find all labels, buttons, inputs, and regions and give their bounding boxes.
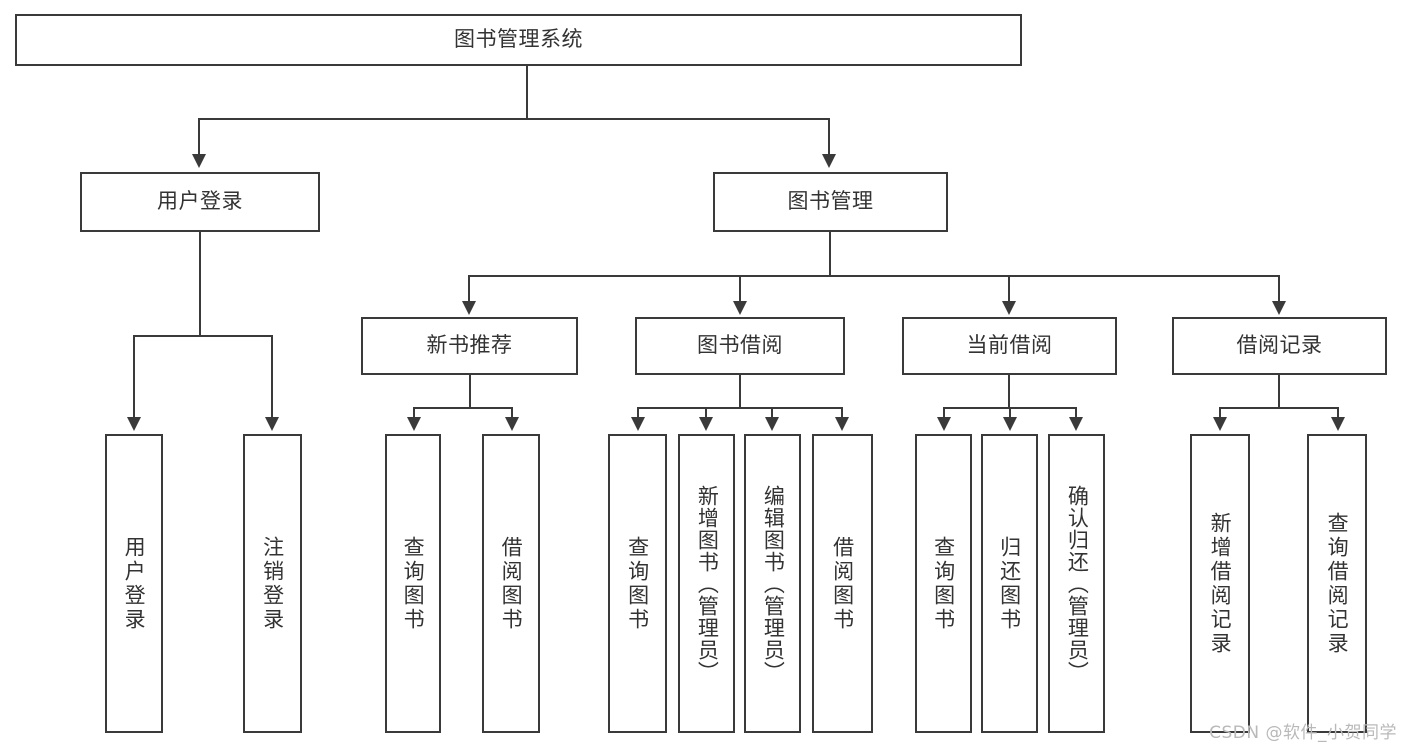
edge-to-book-borrow	[739, 275, 741, 303]
node-label: 当前借阅	[966, 333, 1053, 358]
node-label: 借阅图书	[830, 535, 855, 632]
node-label: 新书推荐	[426, 333, 513, 358]
edge-to-leaf-cb-confirm-return	[1075, 407, 1077, 419]
leaf-cb-confirm-return-admin[interactable]: 确认归还（管理员）	[1048, 434, 1105, 733]
edge-book-management-stem	[829, 232, 831, 275]
leaf-logout[interactable]: 注销登录	[243, 434, 302, 733]
edge-to-leaf-user-login	[133, 335, 135, 419]
edge-current-borrow-stem	[1008, 375, 1010, 407]
arrowhead-icon-to-book-management	[822, 154, 836, 168]
arrowhead-icon-current-borrow	[1002, 301, 1016, 315]
edge-book-borrow-bus	[637, 407, 843, 409]
node-label: 归还图书	[997, 535, 1022, 632]
edge-to-leaf-br-add-record	[1219, 407, 1221, 419]
edge-new-book-recommend-bus	[413, 407, 512, 409]
leaf-bb-edit-book-admin[interactable]: 编辑图书（管理员）	[744, 434, 801, 733]
node-label: 新增图书（管理员）	[695, 484, 720, 683]
leaf-cb-query-book[interactable]: 查询图书	[915, 434, 972, 733]
edge-borrow-record-bus	[1219, 407, 1338, 409]
arrowhead-icon-leaf-cb-return-book	[1003, 417, 1017, 431]
arrowhead-icon-new-book-recommend	[462, 301, 476, 315]
leaf-bb-query-book[interactable]: 查询图书	[608, 434, 667, 733]
arrowhead-icon-leaf-bb-edit-book	[765, 417, 779, 431]
edge-to-leaf-bb-edit-book	[771, 407, 773, 419]
edge-to-new-book-recommend	[468, 275, 470, 303]
arrowhead-icon-book-borrow	[733, 301, 747, 315]
node-label: 查询图书	[931, 535, 956, 632]
edge-to-current-borrow	[1008, 275, 1010, 303]
node-label: 查询借阅记录	[1325, 511, 1350, 656]
node-label: 图书管理	[787, 189, 874, 214]
edge-to-leaf-bb-add-book	[705, 407, 707, 419]
arrowhead-icon-leaf-nbr-query-book	[407, 417, 421, 431]
node-label: 确认归还（管理员）	[1065, 484, 1090, 683]
node-label: 查询图书	[401, 535, 426, 632]
node-label: 借阅图书	[499, 535, 524, 632]
edge-book-borrow-stem	[739, 375, 741, 407]
node-label: 图书管理系统	[454, 27, 583, 52]
edge-to-leaf-nbr-borrow-book	[511, 407, 513, 419]
edge-to-leaf-cb-return-book	[1009, 407, 1011, 419]
leaf-nbr-borrow-book[interactable]: 借阅图书	[482, 434, 540, 733]
leaf-bb-borrow-book[interactable]: 借阅图书	[812, 434, 873, 733]
node-label: 查询图书	[625, 535, 650, 632]
edge-new-book-recommend-stem	[469, 375, 471, 407]
edge-to-borrow-record	[1278, 275, 1280, 303]
edge-borrow-record-stem	[1278, 375, 1280, 407]
arrowhead-icon-leaf-user-login	[127, 417, 141, 431]
leaf-br-query-borrow-record[interactable]: 查询借阅记录	[1307, 434, 1367, 733]
edge-to-leaf-nbr-query-book	[413, 407, 415, 419]
edge-root-to-user-login	[198, 118, 200, 156]
arrowhead-icon-to-user-login	[192, 154, 206, 168]
leaf-nbr-query-book[interactable]: 查询图书	[385, 434, 441, 733]
leaf-br-add-borrow-record[interactable]: 新增借阅记录	[1190, 434, 1250, 733]
leaf-user-login[interactable]: 用户登录	[105, 434, 163, 733]
node-label: 用户登录	[122, 535, 147, 632]
edge-root-stem	[526, 66, 528, 118]
arrowhead-icon-leaf-nbr-borrow-book	[505, 417, 519, 431]
leaf-cb-return-book[interactable]: 归还图书	[981, 434, 1038, 733]
arrowhead-icon-leaf-bb-query-book	[631, 417, 645, 431]
node-book-borrow[interactable]: 图书借阅	[635, 317, 845, 375]
arrowhead-icon-leaf-bb-add-book	[699, 417, 713, 431]
node-book-management[interactable]: 图书管理	[713, 172, 948, 232]
arrowhead-icon-leaf-cb-query-book	[937, 417, 951, 431]
node-label: 借阅记录	[1236, 333, 1323, 358]
edge-root-to-book-management	[828, 118, 830, 156]
node-label: 用户登录	[157, 189, 243, 214]
node-root-library-management-system[interactable]: 图书管理系统	[15, 14, 1022, 66]
edge-to-leaf-bb-borrow-book	[841, 407, 843, 419]
edge-to-leaf-logout	[271, 335, 273, 419]
arrowhead-icon-leaf-br-query-record	[1331, 417, 1345, 431]
arrowhead-icon-leaf-bb-borrow-book	[835, 417, 849, 431]
edge-user-login-bus	[133, 335, 272, 337]
edge-to-leaf-bb-query-book	[637, 407, 639, 419]
node-label: 新增借阅记录	[1208, 511, 1233, 656]
arrowhead-icon-leaf-cb-confirm-return	[1069, 417, 1083, 431]
node-borrow-record[interactable]: 借阅记录	[1172, 317, 1387, 375]
arrowhead-icon-leaf-br-add-record	[1213, 417, 1227, 431]
edge-user-login-stem	[199, 232, 201, 335]
edge-to-leaf-br-query-record	[1337, 407, 1339, 419]
arrowhead-icon-borrow-record	[1272, 301, 1286, 315]
node-user-login[interactable]: 用户登录	[80, 172, 320, 232]
edge-book-management-bus	[468, 275, 1280, 277]
node-label: 编辑图书（管理员）	[761, 484, 786, 683]
edge-to-leaf-cb-query-book	[943, 407, 945, 419]
arrowhead-icon-leaf-logout	[265, 417, 279, 431]
node-current-borrow[interactable]: 当前借阅	[902, 317, 1117, 375]
node-new-book-recommend[interactable]: 新书推荐	[361, 317, 578, 375]
edge-root-bus	[198, 118, 830, 120]
node-label: 注销登录	[260, 535, 285, 632]
leaf-bb-add-book-admin[interactable]: 新增图书（管理员）	[678, 434, 735, 733]
node-label: 图书借阅	[697, 333, 783, 358]
